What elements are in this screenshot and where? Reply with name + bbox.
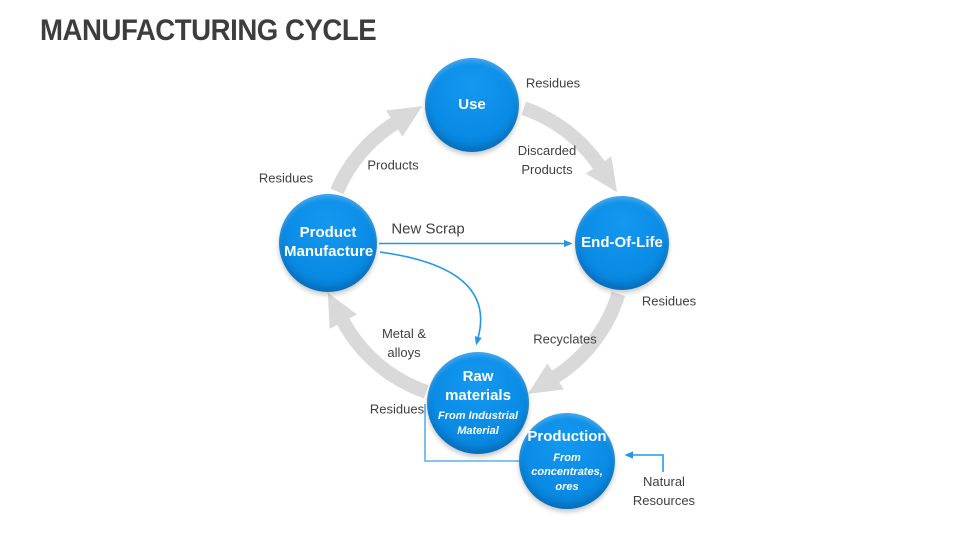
- label-natural-resources: Natural Resources: [632, 474, 696, 508]
- node-use-label: Use: [458, 95, 486, 113]
- cycle-arrow-rawmaterials-to-manufacture: [327, 292, 429, 399]
- natural-resources-arrow: [624, 451, 664, 472]
- node-product-manufacture-label: Product Manufacture: [284, 224, 374, 260]
- node-production-label: Production: [527, 428, 607, 446]
- node-production: Production From concentrates, ores: [519, 413, 615, 509]
- node-product-manufacture: Product Manufacture: [279, 194, 377, 292]
- node-end-of-life: End-Of-Life: [575, 196, 669, 290]
- label-residues-use: Residues: [525, 75, 581, 91]
- label-products: Products: [367, 157, 419, 173]
- label-residues-end-of-life: Residues: [641, 293, 697, 309]
- cycle-arrow-endoflife-to-rawmaterials: [527, 291, 626, 394]
- node-production-sublabel: From concentrates, ores: [531, 451, 603, 493]
- node-raw-materials-sublabel: From Industrial Material: [437, 410, 519, 437]
- node-raw-materials-label: Raw materials: [445, 367, 511, 404]
- page-title: MANUFACTURING CYCLE: [40, 14, 377, 47]
- cycle-arrow-manufacture-to-use: [330, 106, 423, 195]
- manufacture-to-rawmaterials-curve-arrow: [379, 251, 482, 346]
- label-residues-manufacture: Residues: [258, 170, 314, 186]
- label-discarded-products: Discarded Products: [517, 143, 577, 177]
- label-new-scrap: New Scrap: [391, 220, 465, 238]
- residues-elbow-connector: [424, 404, 519, 462]
- label-metal-alloys: Metal & alloys: [381, 326, 427, 360]
- label-residues-raw-materials: Residues: [369, 401, 425, 417]
- cycle-arrow-use-to-endoflife: [521, 101, 618, 193]
- node-end-of-life-label: End-Of-Life: [581, 233, 663, 251]
- node-raw-materials: Raw materials From Industrial Material: [427, 352, 529, 454]
- node-use: Use: [425, 58, 519, 152]
- label-recyclates: Recyclates: [533, 331, 597, 347]
